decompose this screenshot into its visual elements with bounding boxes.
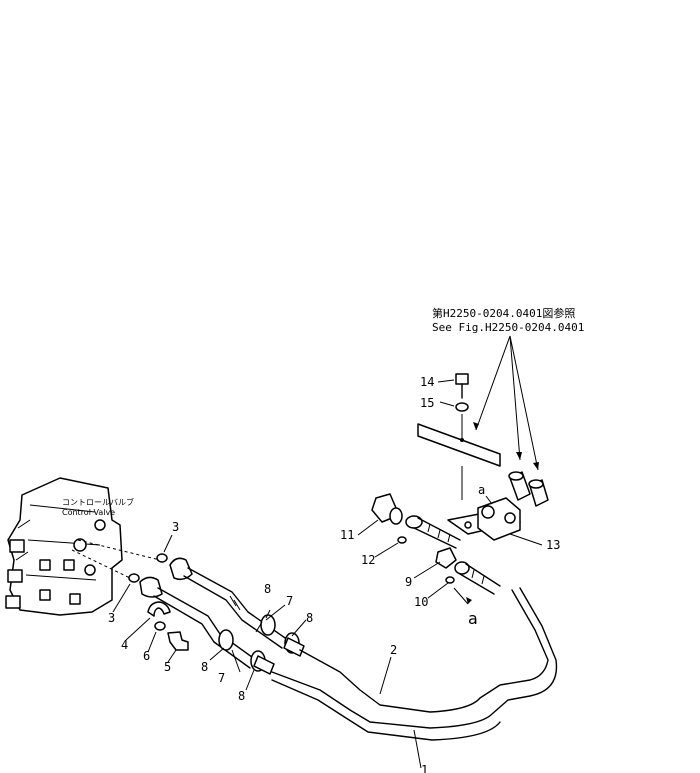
fitting-9: [435, 547, 457, 569]
callout-7-upper: 7: [286, 594, 293, 608]
note-en: See Fig.H2250-0204.0401: [432, 321, 584, 334]
bolt-5: [167, 631, 189, 651]
callout-14: 14: [420, 375, 434, 389]
clamp-8-a: [255, 614, 276, 636]
callout-8-d: 8: [238, 689, 245, 703]
callout-4: 4: [121, 638, 128, 652]
callout-12: 12: [361, 553, 375, 567]
callout-3-upper: 3: [172, 520, 179, 534]
control-valve-label-jp: コントロールバルブ: [62, 497, 134, 507]
fitting-upper-end: [283, 637, 305, 657]
control-valve-label-en: Control Valve: [62, 508, 115, 517]
callout-1: 1: [421, 763, 428, 773]
fitting-11: [371, 493, 403, 525]
callout-7-lower: 7: [218, 671, 225, 685]
control-valve: [5, 477, 123, 616]
hose-to-block-upper: [405, 515, 461, 549]
valve-block-13: [477, 497, 521, 541]
callout-10: 10: [414, 595, 428, 609]
half-clamp-4: [147, 601, 171, 617]
bracket-plate: [417, 423, 501, 467]
callout-3-lower: 3: [108, 611, 115, 625]
callout-8-b: 8: [306, 611, 313, 625]
callout-11: 11: [340, 528, 354, 542]
fitting-lower-end: [253, 655, 275, 675]
hose-upper: [169, 557, 289, 649]
callout-6: 6: [143, 649, 150, 663]
bolt-14: [455, 373, 469, 399]
o-ring-12: [397, 536, 407, 544]
washer-15: [455, 402, 469, 412]
callout-2: 2: [390, 643, 397, 657]
callout-8-c: 8: [201, 660, 208, 674]
callout-15: 15: [420, 396, 434, 410]
callout-8-a: 8: [264, 582, 271, 596]
callout-5: 5: [164, 660, 171, 674]
hose-to-block-lower: [454, 561, 501, 595]
tube-1-2: [271, 587, 558, 741]
note-jp: 第H2250-0204.0401図参照: [432, 306, 575, 320]
cylinder-right: [528, 479, 549, 507]
o-ring-3-lower: [128, 573, 140, 583]
o-ring-3-upper: [156, 553, 168, 563]
cylinder-left: [508, 471, 531, 501]
callout-13: 13: [546, 538, 560, 552]
clamp-8-c: [218, 629, 234, 651]
o-ring-10: [445, 576, 455, 584]
marker-a-bottom: a: [468, 609, 478, 628]
callout-9: 9: [405, 575, 412, 589]
leader-lines: [112, 379, 543, 769]
marker-a-top: a: [478, 483, 485, 497]
washer-6: [154, 621, 166, 631]
